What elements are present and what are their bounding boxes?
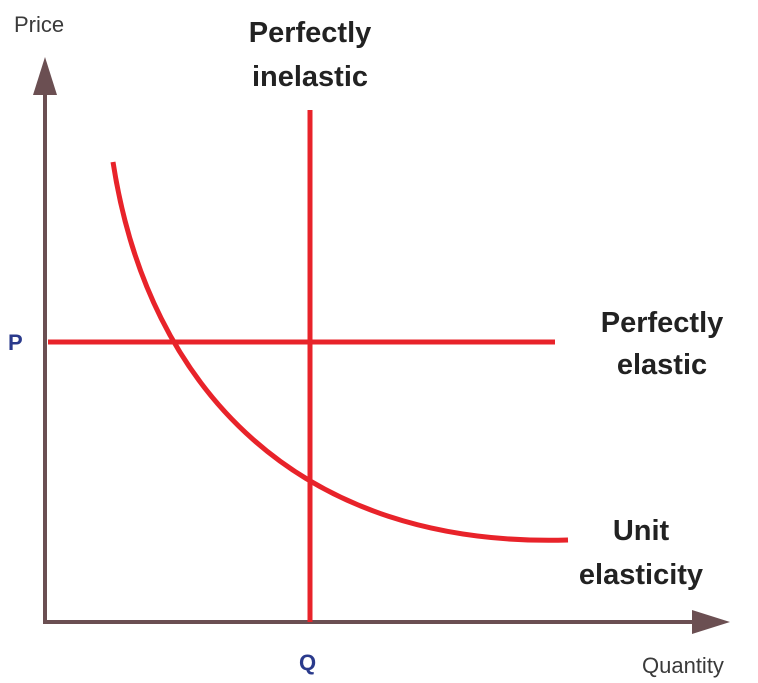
price-p-mark: P bbox=[8, 330, 23, 355]
x-axis-arrowhead bbox=[692, 610, 730, 634]
y-axis-label: Price bbox=[14, 12, 64, 37]
y-axis-arrowhead bbox=[33, 57, 57, 95]
perfectly-elastic-label-line1: Perfectly bbox=[601, 307, 724, 339]
unit-elasticity-label-line1: Unit bbox=[613, 515, 670, 547]
perfectly-inelastic-label-line2: inelastic bbox=[252, 61, 368, 93]
quantity-q-mark: Q bbox=[299, 650, 316, 675]
x-axis-label: Quantity bbox=[642, 653, 724, 678]
perfectly-inelastic-label-line1: Perfectly bbox=[249, 17, 372, 49]
unit-elasticity-curve bbox=[110, 161, 569, 543]
perfectly-elastic-label-line2: elastic bbox=[617, 349, 707, 381]
unit-elasticity-label-line2: elasticity bbox=[579, 559, 703, 591]
